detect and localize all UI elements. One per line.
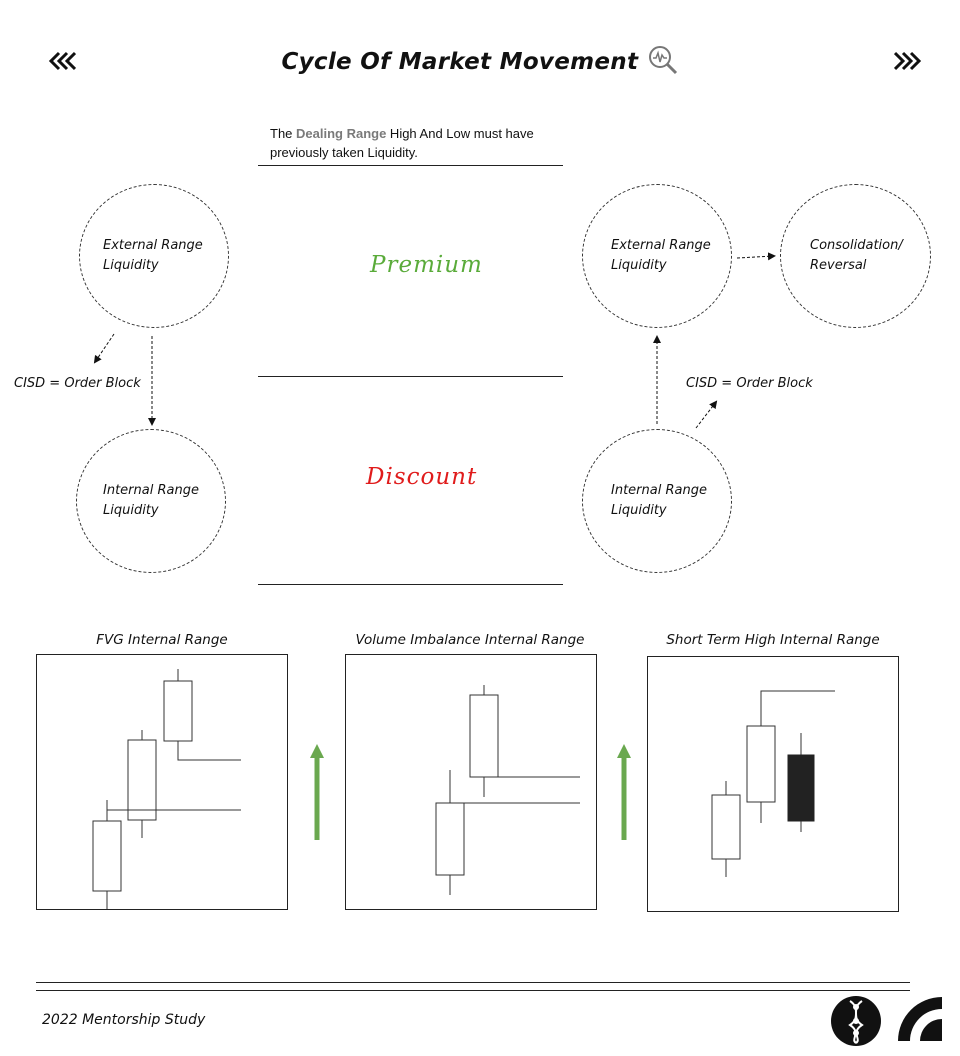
candle-body — [746, 725, 776, 803]
double-chevron-right-icon — [893, 51, 922, 71]
short-term-high-line — [760, 690, 835, 726]
short-term-high-candles — [711, 690, 835, 877]
equilibrium-line — [258, 376, 563, 377]
volume-imbalance-panel — [345, 654, 597, 910]
right-to-consolidation-arrow — [736, 252, 776, 261]
left-cisd-arrow — [93, 333, 115, 364]
right-cisd-arrow — [695, 400, 718, 429]
candle-body — [92, 820, 122, 892]
bearish-candle-body — [787, 754, 815, 822]
magnifier-chart-icon — [648, 46, 677, 75]
range-high-line — [258, 165, 563, 166]
fvg-panel — [36, 654, 288, 910]
candle-body — [469, 694, 499, 778]
right-internal-range-circle — [582, 429, 732, 573]
left-external-range-circle — [79, 184, 229, 328]
consolidation-circle — [780, 184, 931, 328]
right-cisd-label: CISD = Order Block — [686, 376, 813, 391]
up-arrow-1 — [310, 744, 324, 840]
right-internal-range-label: Internal Range Liquidity — [611, 483, 707, 518]
left-cisd-label: CISD = Order Block — [14, 376, 141, 391]
footer-caption: 2022 Mentorship Study — [42, 1012, 206, 1028]
right-external-range-label: External Range Liquidity — [611, 238, 711, 273]
left-external-range-label: External Range Liquidity — [103, 238, 203, 273]
candle-body — [127, 739, 157, 821]
intro-text-after: High And Low must have previously taken … — [270, 126, 534, 160]
up-arrow-2 — [617, 744, 631, 840]
dna-helix-logo-icon — [831, 996, 881, 1046]
panel-title-fvg: FVG Internal Range — [96, 632, 228, 648]
volume-imbalance-candles — [435, 685, 580, 895]
fvg-candles — [92, 669, 241, 909]
next-button[interactable] — [893, 44, 922, 79]
panel-title-short-term-high: Short Term High Internal Range — [666, 632, 880, 648]
range-low-line — [258, 584, 563, 585]
dealing-range-note: The Dealing Range High And Low must have… — [270, 124, 560, 162]
right-external-range-circle — [582, 184, 732, 328]
previous-button[interactable] — [48, 44, 77, 79]
premium-label: Premium — [370, 252, 483, 278]
intro-text-before: The — [270, 126, 297, 141]
left-internal-range-label: Internal Range Liquidity — [103, 483, 199, 518]
candle-body — [435, 802, 465, 876]
gap-high-line — [177, 741, 241, 761]
short-term-high-panel — [647, 656, 899, 912]
left-internal-range-circle — [76, 429, 226, 573]
footer-rule-bottom — [36, 990, 910, 991]
panel-title-volume-imbalance: Volume Imbalance Internal Range — [355, 632, 585, 648]
gap-low-line — [106, 809, 241, 821]
dealing-range-highlight: Dealing Range — [296, 126, 387, 141]
consolidation-label: Consolidation/ Reversal — [810, 238, 903, 273]
cycle-arrows — [93, 252, 776, 429]
page-title: Cycle Of Market Movement — [0, 44, 960, 76]
footer-rule-top — [36, 982, 910, 983]
candle-body — [711, 794, 741, 860]
double-chevron-left-icon — [48, 51, 77, 71]
discount-label: Discount — [366, 464, 478, 490]
candle-body — [163, 680, 193, 742]
quarter-circle-logo-icon — [898, 997, 942, 1041]
